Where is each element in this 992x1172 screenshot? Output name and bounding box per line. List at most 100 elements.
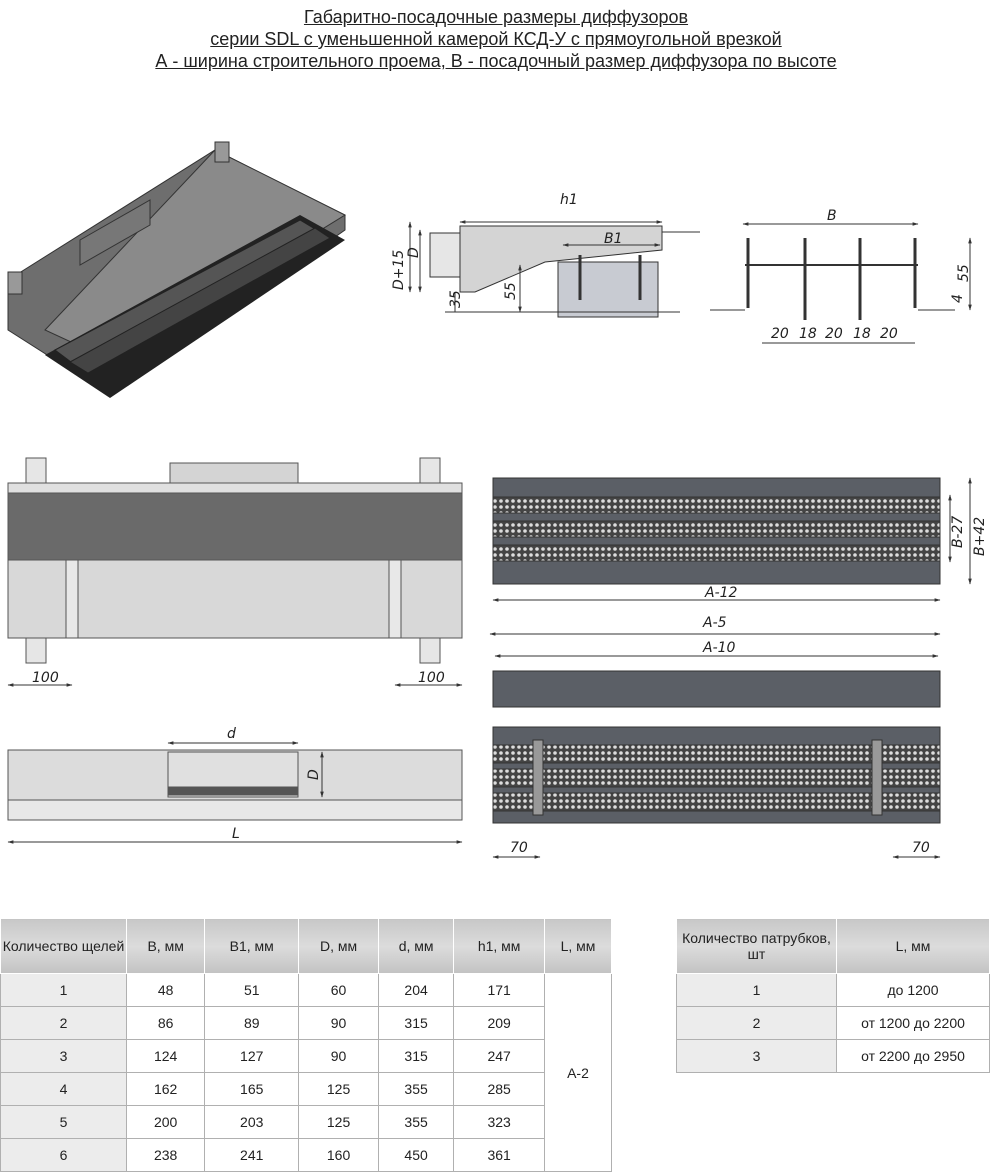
table-cell: 2: [676, 1006, 837, 1040]
dim-55: 55: [503, 282, 519, 300]
L-value-cell: A-2: [544, 973, 612, 1172]
table-cell: 90: [298, 1006, 379, 1040]
table-cell: 125: [298, 1105, 379, 1139]
table-cell: 2: [0, 1006, 127, 1040]
table-cell: 361: [453, 1138, 545, 1172]
table-cell: 162: [125, 1072, 206, 1106]
table-cell: 6: [0, 1138, 127, 1172]
dim-70-right: 70: [912, 840, 930, 856]
title-line-3: А - ширина строительного проема, В - пос…: [155, 51, 837, 71]
table-cell: 124: [125, 1039, 206, 1073]
dim-100-left: 100: [32, 670, 59, 686]
table-cell: 1: [0, 973, 127, 1007]
table-cell: 315: [377, 1039, 455, 1073]
table-cell: 86: [125, 1006, 206, 1040]
table-cell: 200: [125, 1105, 206, 1139]
table-cell: 51: [204, 973, 300, 1007]
dim-18-a: 18: [799, 326, 817, 342]
dim-100-right: 100: [418, 670, 445, 686]
dim-A-minus-12: A-12: [704, 585, 738, 601]
dim-18-b: 18: [853, 326, 871, 342]
table-cell: 3: [676, 1039, 837, 1073]
isometric-view: [7, 141, 347, 398]
col-header: D, мм: [298, 918, 379, 974]
table-cell: 3: [0, 1039, 127, 1073]
dim-D: D: [406, 247, 422, 258]
table-cell: 203: [204, 1105, 300, 1139]
dim-D-plus-15: D+15: [391, 250, 407, 290]
page-title: Габаритно-посадочные размеры диффузоров …: [0, 6, 992, 72]
table-cell: 209: [453, 1006, 545, 1040]
dim-A-minus-10: A-10: [702, 640, 736, 656]
dim-L: L: [232, 826, 240, 842]
table-cell: от 2200 до 2950: [836, 1039, 990, 1073]
dim-B-minus-27: B-27: [950, 516, 966, 548]
col-header: L, мм: [836, 918, 990, 974]
col-header: B1, мм: [204, 918, 300, 974]
dim-B-plus-42: B+42: [972, 517, 988, 556]
col-header: d, мм: [377, 918, 455, 974]
table-cell: 315: [377, 1006, 455, 1040]
dim-20-b: 20: [825, 326, 843, 342]
table-cell: 127: [204, 1039, 300, 1073]
dim-h1: h1: [560, 192, 578, 208]
cross-section-view: [710, 222, 972, 344]
col-header: Количество патрубков, шт: [676, 918, 837, 974]
table-cell: 90: [298, 1039, 379, 1073]
table-cell: 60: [298, 973, 379, 1007]
dim-D-side: D: [306, 769, 322, 780]
table-cell: 204: [377, 973, 455, 1007]
table-cell: 160: [298, 1138, 379, 1172]
col-header: Количество щелей: [0, 918, 127, 974]
table-cell: от 1200 до 2200: [836, 1006, 990, 1040]
table-cell: 323: [453, 1105, 545, 1139]
plenum-side-view: [7, 741, 463, 844]
dim-B1: B1: [604, 231, 623, 247]
table-cell: 5: [0, 1105, 127, 1139]
table-cell: 247: [453, 1039, 545, 1073]
dim-B: B: [827, 208, 837, 224]
title-line-1: Габаритно-посадочные размеры диффузоров: [303, 7, 689, 27]
table-cell: 285: [453, 1072, 545, 1106]
col-header: h1, мм: [453, 918, 545, 974]
table-cell: 450: [377, 1138, 455, 1172]
diffuser-front-view: [489, 477, 972, 708]
table-cell: 355: [377, 1072, 455, 1106]
table-cell: 238: [125, 1138, 206, 1172]
technical-drawings: h1 B1 D+15 D 35 55 B 55 4 20 18 20 18 20…: [7, 141, 988, 859]
table-cell: 171: [453, 973, 545, 1007]
dim-d: d: [227, 726, 236, 742]
table-cell: до 1200: [836, 973, 990, 1007]
diffuser-bracket-view: [492, 726, 941, 859]
dim-A-minus-5: A-5: [702, 615, 727, 631]
table-cell: 1: [676, 973, 837, 1007]
table-cell: 165: [204, 1072, 300, 1106]
side-section-view: [408, 220, 700, 318]
dim-70-left: 70: [510, 840, 528, 856]
table-cell: 48: [125, 973, 206, 1007]
table-cell: 241: [204, 1138, 300, 1172]
table-cell: 125: [298, 1072, 379, 1106]
table-cell: 355: [377, 1105, 455, 1139]
dim-4: 4: [950, 294, 966, 303]
dimensions-table: Количество щелей B, мм B1, мм D, мм d, м…: [0, 918, 612, 1172]
dim-20-c: 20: [880, 326, 898, 342]
dim-35: 35: [448, 290, 464, 308]
dim-55-right: 55: [956, 264, 972, 282]
table-cell: 4: [0, 1072, 127, 1106]
plenum-top-view: [7, 457, 463, 687]
table-cell: 89: [204, 1006, 300, 1040]
title-line-2: серии SDL с уменьшенной камерой КСД-У с …: [210, 29, 782, 49]
dim-20-a: 20: [771, 326, 789, 342]
col-header: B, мм: [125, 918, 206, 974]
